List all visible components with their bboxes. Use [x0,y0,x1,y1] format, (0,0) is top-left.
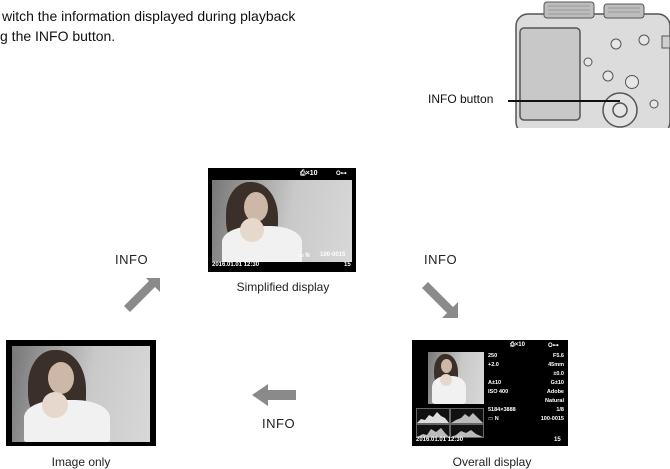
info-button-label: INFO button [428,92,494,106]
overall-display-label: Overall display [452,455,532,469]
overall-thumbnail [428,352,484,404]
image-only-photo [12,346,150,442]
info-button-leader-line [508,100,620,102]
simplified-photo [212,180,352,262]
info-label-bottom: INFO [262,416,296,431]
simplified-frame-number: 15 [344,262,351,268]
histogram-red [450,408,484,424]
simplified-file-number: 100-0015 [320,252,346,258]
info-row: ±0.0 [553,371,564,377]
overall-frame-number: 15 [554,437,561,443]
histogram-blue [450,424,484,438]
overall-datetime: 2016.01.01 12:30 [416,437,464,443]
intro-text: witch the information displayed during p… [0,6,295,46]
simplified-print-indicator: ⎙×10 [300,170,318,177]
image-only-label: Image only [51,455,111,469]
simplified-datetime: 2016.01.01 12:30 [212,262,260,268]
arrow-down-right-icon [422,282,458,318]
info-row: Natural [545,398,564,404]
camera-body-drawing [515,1,670,135]
intro-line-2: g the INFO button. [0,28,116,44]
simplified-display-screen: ⎙×10 O⊶ ▭ N 100-0015 2016.01.01 12:30 15 [208,168,356,272]
image-only-screen [6,340,156,446]
camera-illustration [512,0,670,135]
histogram-green [416,424,450,438]
arrow-up-right-icon [124,278,160,312]
info-label-right: INFO [424,252,458,267]
overall-protect-indicator: O⊶ [548,343,559,349]
simplified-quality: ▭ N [298,253,310,259]
intro-line-1: witch the information displayed during p… [2,8,296,24]
info-label-left: INFO [115,252,149,267]
simplified-display-label: Simplified display [236,280,330,294]
overall-print-indicator: ⎙×10 [510,342,525,348]
arrow-left-icon [252,384,296,406]
simplified-protect-indicator: O⊶ [336,171,347,177]
histogram-luminance [416,408,450,424]
